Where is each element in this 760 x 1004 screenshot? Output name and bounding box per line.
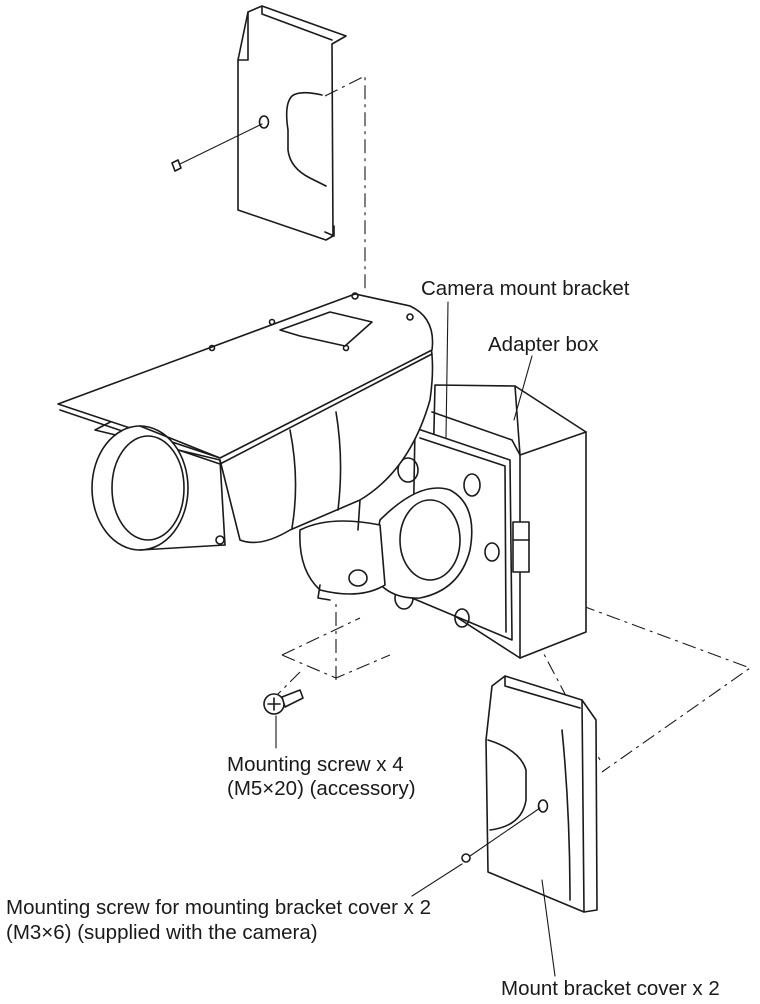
cover-screw-label: Mounting screw for mounting bracket cove… [6, 896, 431, 919]
mounting-screw-spec-label: (M5×20) (accessory) [227, 777, 416, 800]
top-cover-screw [171, 123, 263, 172]
camera-mount-bracket-label: Camera mount bracket [421, 277, 630, 300]
mounting-screw-label: Mounting screw x 4 [227, 753, 404, 776]
cover-screw-m3 [411, 807, 541, 897]
adapter-box-label: Adapter box [488, 333, 599, 356]
camera-housing [57, 292, 434, 551]
mount-bracket-cover-label: Mount bracket cover x 2 [501, 977, 720, 1000]
camera-arm [299, 487, 473, 601]
mounting-screw-m5 [263, 689, 304, 749]
top-bracket-cover [237, 5, 347, 241]
cover-screw-spec-label: (M3×6) (supplied with the camera) [6, 921, 318, 944]
mount-bracket-cover [485, 675, 598, 913]
leader-lines [445, 301, 556, 977]
